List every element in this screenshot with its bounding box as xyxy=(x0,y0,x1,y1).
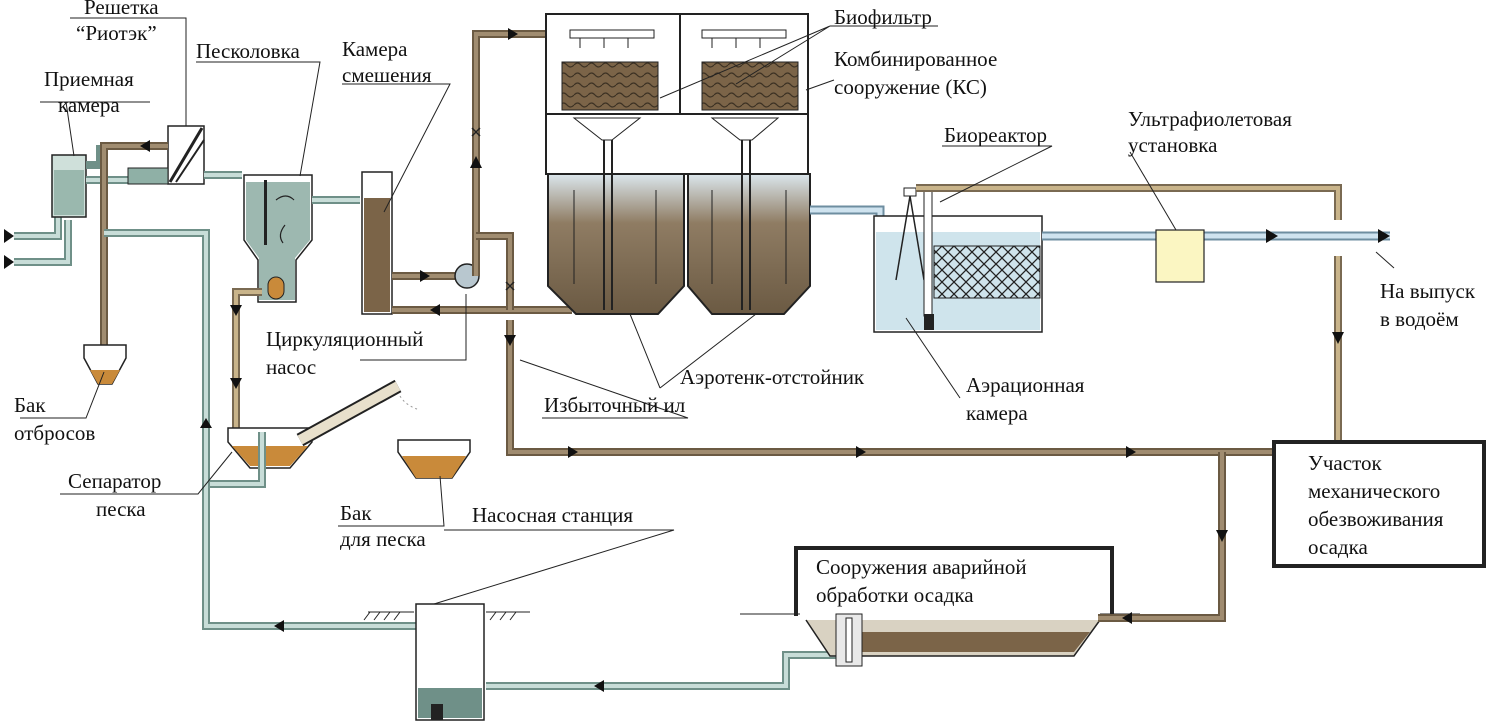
label-dewater-4: осадка xyxy=(1308,535,1368,559)
leader-lines xyxy=(20,17,1395,605)
bioreactor xyxy=(873,185,1043,333)
dewater-to-emergency-line xyxy=(1098,452,1228,624)
uv-unit xyxy=(1155,229,1205,283)
return-sludge-line xyxy=(392,232,572,316)
sand-line xyxy=(230,288,262,430)
biofilter-feed-line xyxy=(470,28,570,276)
aerotank-left xyxy=(547,140,685,315)
label-sand-sep-1: Сепаратор xyxy=(68,469,161,493)
label-waste-tank-1: Бак xyxy=(14,393,46,417)
label-uv-2: установка xyxy=(1128,133,1218,157)
screenings-line xyxy=(100,140,168,345)
label-screen-2: “Риотэк” xyxy=(76,21,157,45)
label-sand-tank-2: для песка xyxy=(340,527,426,551)
text-labels: Решетка “Риотэк” Приемная камера Песколо… xyxy=(14,0,1476,607)
label-aeration-2: камера xyxy=(966,401,1028,425)
biofilter-right xyxy=(701,29,799,111)
label-biofilter: Биофильтр xyxy=(834,5,932,29)
label-emergency-1: Сооружения аварийной xyxy=(816,555,1027,579)
sand-tank xyxy=(397,439,471,479)
aerotank-right xyxy=(687,140,811,315)
label-sand-tank-1: Бак xyxy=(340,501,372,525)
screen-riotek xyxy=(127,125,242,185)
mixing-to-pump-line xyxy=(392,270,456,282)
bioreactor-recycle-line xyxy=(916,184,1344,448)
label-circ-pump-2: насос xyxy=(266,355,316,379)
combined-structure xyxy=(545,13,811,315)
label-dewater-2: механического xyxy=(1308,479,1440,503)
label-dewater-1: Участок xyxy=(1308,451,1382,475)
label-mixing-2: смешения xyxy=(342,63,432,87)
label-aeration-1: Аэрационная xyxy=(966,373,1085,397)
label-circ-pump-1: Циркуляционный xyxy=(266,327,423,351)
waste-tank xyxy=(83,344,127,385)
label-screen-1: Решетка xyxy=(84,0,159,19)
label-aerotank: Аэротенк-отстойник xyxy=(680,365,865,389)
separator-return xyxy=(206,432,266,488)
emergency-sludge-treatment xyxy=(740,546,1140,667)
label-pump-station: Насосная станция xyxy=(472,503,633,527)
label-combined-2: сооружение (КС) xyxy=(834,75,987,99)
treated-water-line xyxy=(1042,229,1390,243)
label-sand-trap: Песколовка xyxy=(196,39,300,63)
biofilter-left xyxy=(561,29,659,111)
receiving-chamber xyxy=(51,145,130,218)
label-uv-1: Ультрафиолетовая xyxy=(1128,107,1292,131)
label-receiving-2: камера xyxy=(58,93,120,117)
pump-station-inflow xyxy=(486,651,836,692)
dewatering-area xyxy=(1272,440,1486,568)
sand-trap xyxy=(243,174,313,303)
label-bioreactor: Биореактор xyxy=(944,123,1047,147)
label-outlet-2: в водоём xyxy=(1380,307,1459,331)
label-excess-sludge: Избыточный ил xyxy=(544,393,685,417)
ks-to-bioreactor-line xyxy=(810,205,885,218)
label-combined-1: Комбинированное xyxy=(834,47,997,71)
label-receiving-1: Приемная xyxy=(44,67,134,91)
sand-separator xyxy=(227,379,421,469)
label-mixing-1: Камера xyxy=(342,37,408,61)
label-dewater-3: обезвоживания xyxy=(1308,507,1444,531)
label-waste-tank-2: отбросов xyxy=(14,421,95,445)
label-emergency-2: обработки осадка xyxy=(816,583,974,607)
excess-sludge-line xyxy=(504,320,1274,458)
label-sand-sep-2: песка xyxy=(96,497,146,521)
label-outlet-1: На выпуск xyxy=(1380,279,1476,303)
mixing-chamber xyxy=(361,171,393,315)
pump-station xyxy=(363,603,530,721)
